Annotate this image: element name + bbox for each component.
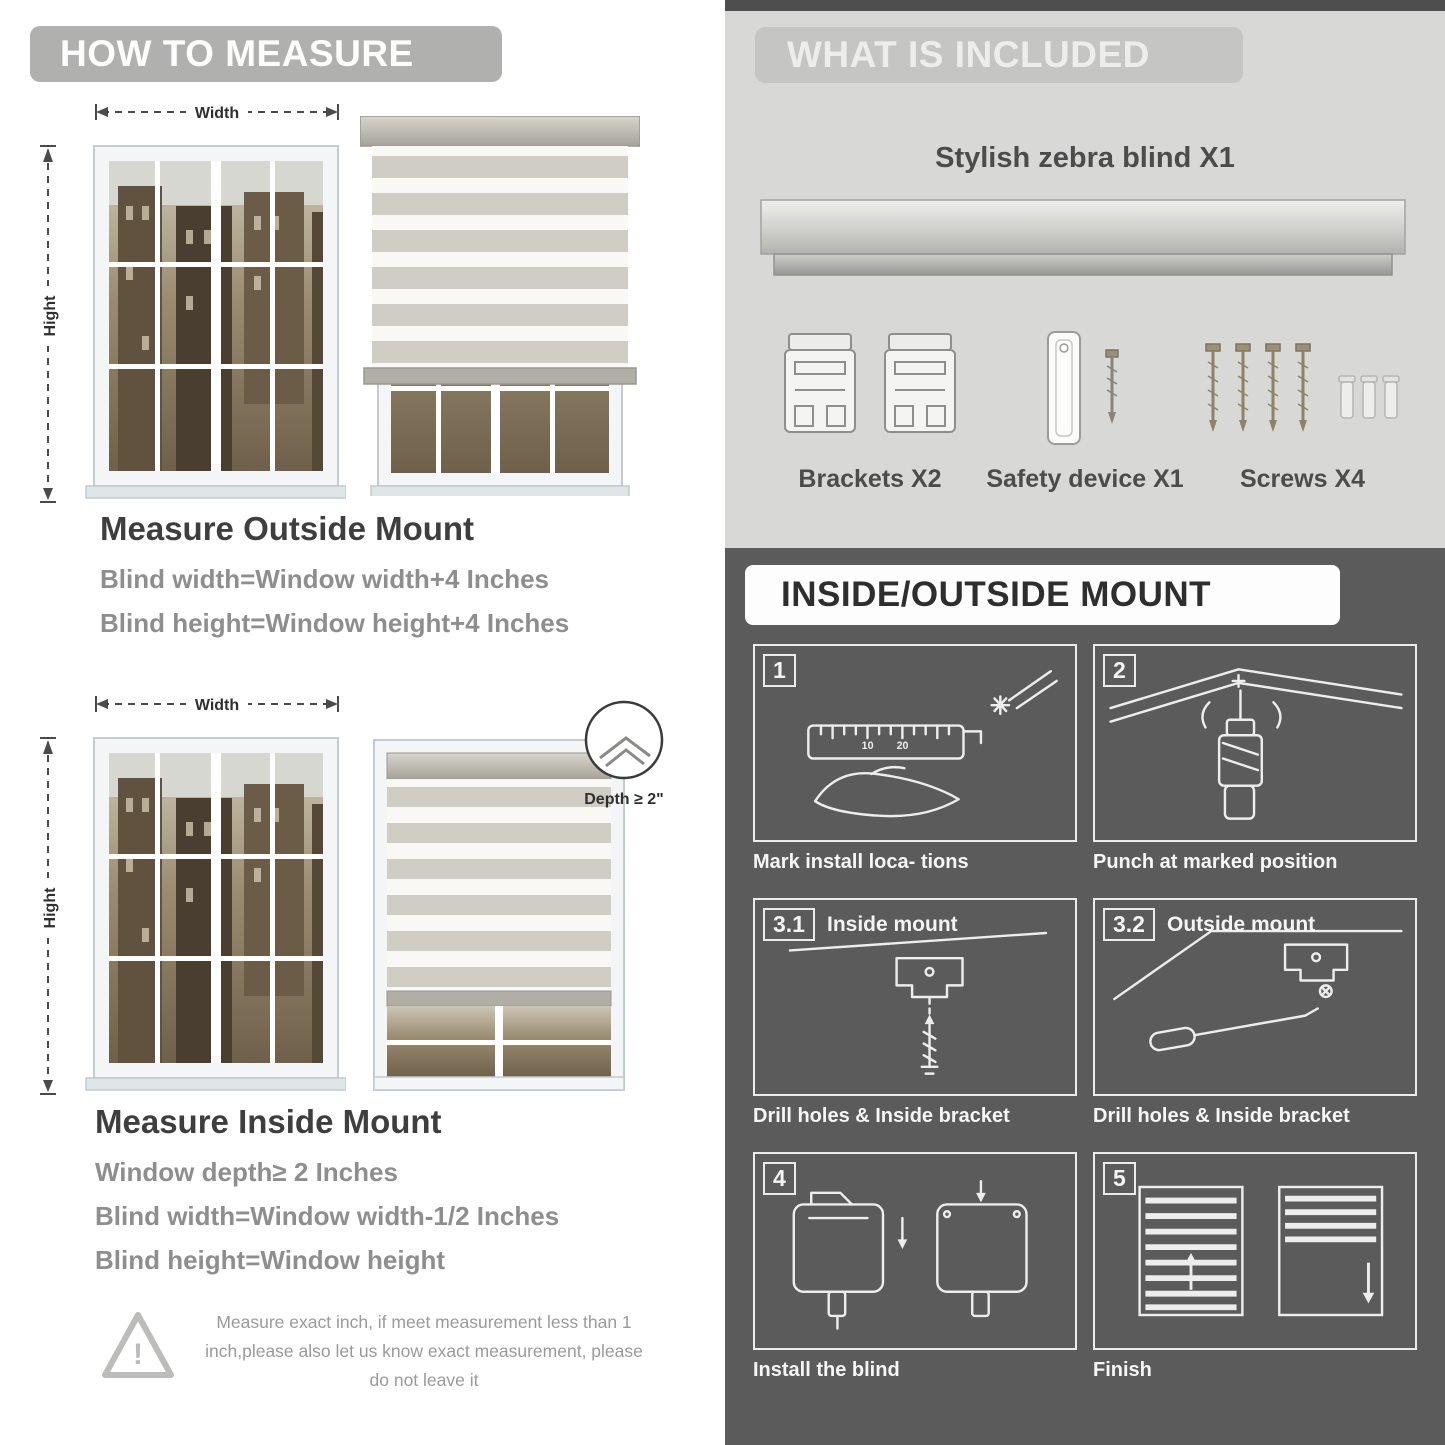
step-4: 4 <box>753 1152 1077 1382</box>
step-caption: Finish <box>1093 1359 1152 1381</box>
blind-stripes <box>372 146 628 368</box>
wall-anchor <box>1338 375 1356 419</box>
brackets-icon <box>784 333 956 433</box>
warning-text: Measure exact inch, if meet measurement … <box>205 1312 643 1390</box>
wall-anchor <box>1382 375 1400 419</box>
screws-label: Screws X4 <box>1239 465 1366 493</box>
step-caption: Punch at marked position <box>1093 851 1338 873</box>
step-caption: Mark install loca- tions <box>753 851 969 873</box>
blind-bottom-rail <box>363 367 637 385</box>
safety-screw <box>1105 349 1119 424</box>
step-2-box: 2 <box>1093 644 1417 842</box>
window-measure-illustration: Width Hight <box>39 102 346 503</box>
inside-outside-mount-banner: INSIDE/OUTSIDE MOUNT <box>745 565 1340 625</box>
warning-triangle-icon: ! <box>102 1312 174 1378</box>
depth-label: Depth ≥ 2" <box>584 791 663 808</box>
headrail-illustration <box>760 199 1406 276</box>
included-items: Brackets X2 Safety device <box>765 328 1410 494</box>
warning-exclamation: ! <box>133 1338 143 1371</box>
inside-width-formula: Blind width=Window width-1/2 Inches <box>95 1201 560 1231</box>
outside-height-formula: Blind height=Window height+4 Inches <box>100 608 570 638</box>
safety-device-label: Safety device X1 <box>986 465 1184 493</box>
window-frame-with-blind <box>373 739 625 1091</box>
step-number: 5 <box>1103 1162 1136 1195</box>
step-1: 1 10 20 <box>753 644 1077 874</box>
step-number: 2 <box>1103 654 1136 687</box>
safety-device-icon <box>1047 331 1119 445</box>
step-3-1: 3.1 Inside mount <box>753 898 1077 1128</box>
how-to-measure-banner: HOW TO MEASURE <box>30 26 502 82</box>
drill-illustration <box>1109 668 1403 820</box>
measure-warning: ! Measure exact inch, if meet measuremen… <box>98 1308 648 1395</box>
blind-cassette <box>360 116 640 147</box>
outside-mount-title: Measure Outside Mount <box>100 510 475 547</box>
step-2: 2 <box>1093 644 1417 874</box>
inside-mount-figures: Width Hight <box>36 692 705 1097</box>
step-number: 1 <box>763 654 796 687</box>
window <box>85 145 346 499</box>
step-caption: Drill holes & Inside bracket <box>753 1105 1010 1127</box>
zebra-blind-inside-illustration: Depth ≥ 2" <box>373 700 664 1091</box>
step-3-2-box: 3.2 Outside mount <box>1093 898 1417 1096</box>
blind-bottom-rail <box>386 990 612 1007</box>
what-is-included-panel: WHAT IS INCLUDED Stylish zebra blind X1 <box>725 0 1445 548</box>
item-safety-device: Safety device X1 <box>986 328 1184 494</box>
window <box>85 737 346 1091</box>
step-number: 3.1 <box>763 908 815 941</box>
ruler-mark: 10 <box>862 740 874 752</box>
step-3-1-box: 3.1 Inside mount <box>753 898 1077 1096</box>
zebra-blind-outside-illustration <box>360 116 640 496</box>
step-3-2: 3.2 Outside mount <box>1093 898 1417 1128</box>
outside-mount-text: Measure Outside Mount Blind width=Window… <box>100 510 569 652</box>
step-5-box: 5 <box>1093 1152 1417 1350</box>
step-sublabel: Outside mount <box>1166 912 1316 936</box>
step-1-box: 1 10 20 <box>753 644 1077 842</box>
inside-bracket-illustration <box>788 931 1048 1075</box>
outside-width-formula: Blind width=Window width+4 Inches <box>100 564 549 594</box>
step-number: 3.2 <box>1103 908 1155 941</box>
what-is-included-banner: WHAT IS INCLUDED <box>755 27 1243 83</box>
width-label: Width <box>195 105 239 122</box>
outside-mount-figures: Width Hight <box>36 100 640 505</box>
product-title: Stylish zebra blind X1 <box>935 142 1235 174</box>
screws-icon <box>1205 343 1400 432</box>
width-label: Width <box>195 697 239 714</box>
step-caption: Drill holes & Inside bracket <box>1093 1105 1350 1127</box>
step-number: 4 <box>763 1162 796 1195</box>
mount-steps: 1 10 20 <box>753 644 1417 1382</box>
step-caption: Install the blind <box>753 1359 900 1381</box>
step-sublabel: Inside mount <box>826 912 958 936</box>
depth-detail-circle: Depth ≥ 2" <box>584 700 664 808</box>
inside-mount-title: Measure Inside Mount <box>95 1103 442 1140</box>
blind-stripes <box>387 779 611 991</box>
hight-label: Hight <box>42 295 59 337</box>
width-arrow <box>95 696 339 712</box>
inside-mount-text: Measure Inside Mount Window depth≥ 2 Inc… <box>95 1103 559 1289</box>
item-screws: Screws X4 <box>1195 328 1410 494</box>
step-4-box: 4 <box>753 1152 1077 1350</box>
inside-depth-formula: Window depth≥ 2 Inches <box>95 1157 398 1187</box>
brackets-label: Brackets X2 <box>798 465 942 493</box>
window-measure-illustration: Width Hight <box>39 694 346 1095</box>
blind-cassette <box>386 752 612 780</box>
install-blind-illustration <box>792 1179 1028 1330</box>
top-divider <box>725 0 1445 11</box>
outside-bracket-illustration <box>1113 929 1403 1052</box>
mark-location-illustration: 10 20 <box>807 670 1058 818</box>
inside-height-formula: Blind height=Window height <box>95 1245 445 1275</box>
item-brackets: Brackets X2 <box>765 328 975 494</box>
finish-illustration <box>1138 1185 1384 1317</box>
width-arrow <box>95 104 339 120</box>
mount-instructions-panel: INSIDE/OUTSIDE MOUNT 1 <box>725 548 1445 1445</box>
ruler-mark: 20 <box>897 740 909 752</box>
step-5: 5 <box>1093 1152 1417 1382</box>
hight-label: Hight <box>42 887 59 929</box>
wall-anchor <box>1360 375 1378 419</box>
